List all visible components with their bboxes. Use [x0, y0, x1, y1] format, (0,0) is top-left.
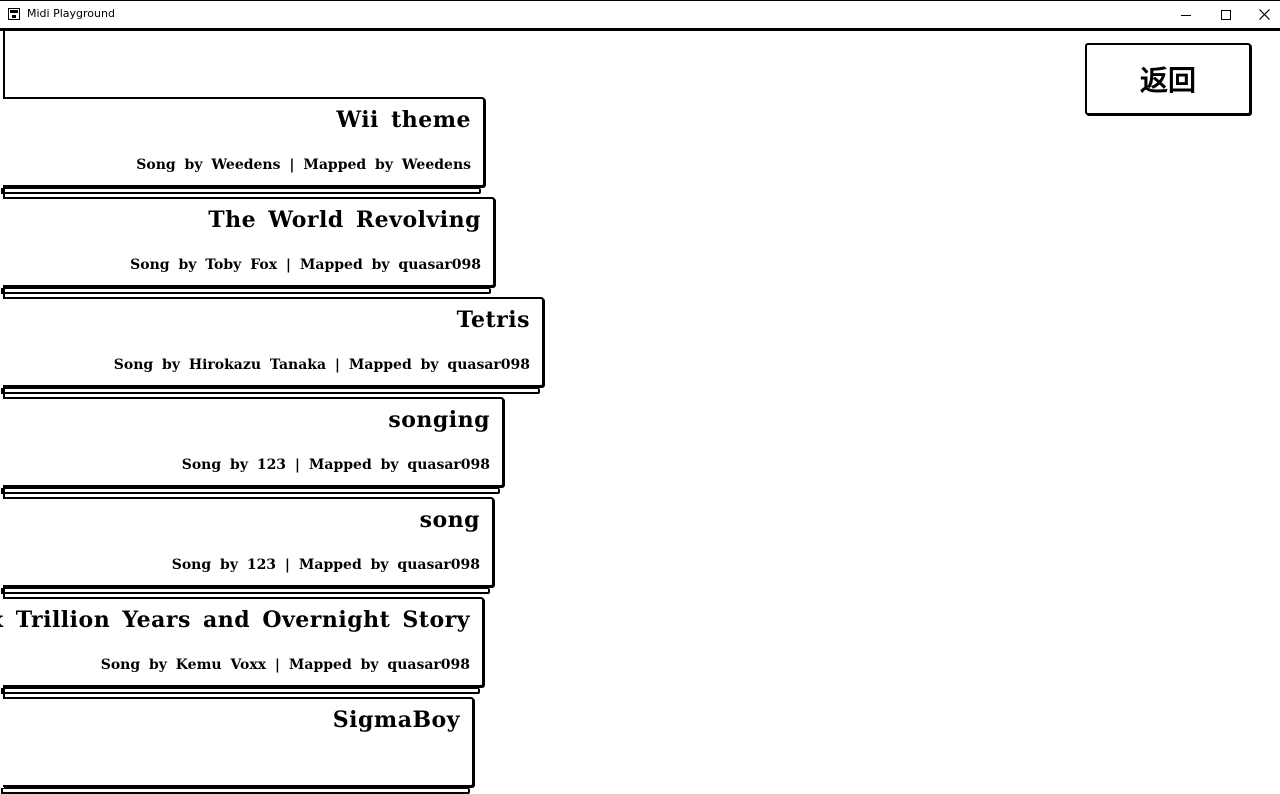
close-button[interactable] [1243, 1, 1280, 29]
song-card[interactable]: song Song by 123 | Mapped by quasar098 [1, 497, 494, 594]
song-card-shadow-strip [1, 288, 491, 294]
song-card-shadow-strip [1, 688, 480, 694]
song-title: The World Revolving [208, 207, 481, 233]
song-title: SigmaBoy [332, 707, 460, 733]
song-card[interactable]: The World Revolving Song by Toby Fox | M… [1, 197, 495, 294]
song-card[interactable]: Wii theme Song by Weedens | Mapped by We… [1, 97, 485, 194]
song-card-shadow-strip [1, 388, 540, 394]
song-title: Six Trillion Years and Overnight Story [0, 607, 470, 633]
song-title: Wii theme [336, 107, 471, 133]
song-credits: Song by Weedens | Mapped by Weedens [136, 157, 471, 173]
minimize-icon [1181, 15, 1191, 16]
song-card-shadow-strip [1, 188, 481, 194]
close-icon [1259, 9, 1270, 20]
maximize-button[interactable] [1204, 1, 1248, 29]
back-button[interactable]: 返回 [1085, 43, 1251, 115]
song-credits: Song by 123 | Mapped by quasar098 [181, 457, 490, 473]
song-card-shadow-strip [1, 788, 470, 794]
app-icon [8, 8, 20, 20]
song-credits: Song by Toby Fox | Mapped by quasar098 [130, 257, 481, 273]
song-card[interactable]: songing Song by 123 | Mapped by quasar09… [1, 397, 504, 494]
song-credits: Song by 123 | Mapped by quasar098 [171, 557, 480, 573]
song-card[interactable]: SigmaBoy [1, 697, 474, 794]
song-credits: Song by Kemu Voxx | Mapped by quasar098 [100, 657, 470, 673]
song-card[interactable]: Tetris Song by Hirokazu Tanaka | Mapped … [1, 297, 544, 394]
song-title: songing [388, 407, 490, 433]
song-title: song [419, 507, 480, 533]
song-card-shadow-strip [1, 588, 490, 594]
main-content: 返回 Wii theme Song by Weedens | Mapped by… [0, 28, 1280, 794]
song-card-shadow-strip [1, 488, 500, 494]
title-bar: Midi Playground [0, 0, 1280, 28]
maximize-icon [1221, 10, 1231, 20]
song-title: Tetris [456, 307, 530, 333]
window-title: Midi Playground [27, 7, 115, 20]
song-credits: Song by Hirokazu Tanaka | Mapped by quas… [113, 357, 530, 373]
minimize-button[interactable] [1165, 1, 1209, 29]
song-card[interactable]: Six Trillion Years and Overnight Story S… [0, 597, 484, 694]
left-frame-line [3, 31, 5, 750]
